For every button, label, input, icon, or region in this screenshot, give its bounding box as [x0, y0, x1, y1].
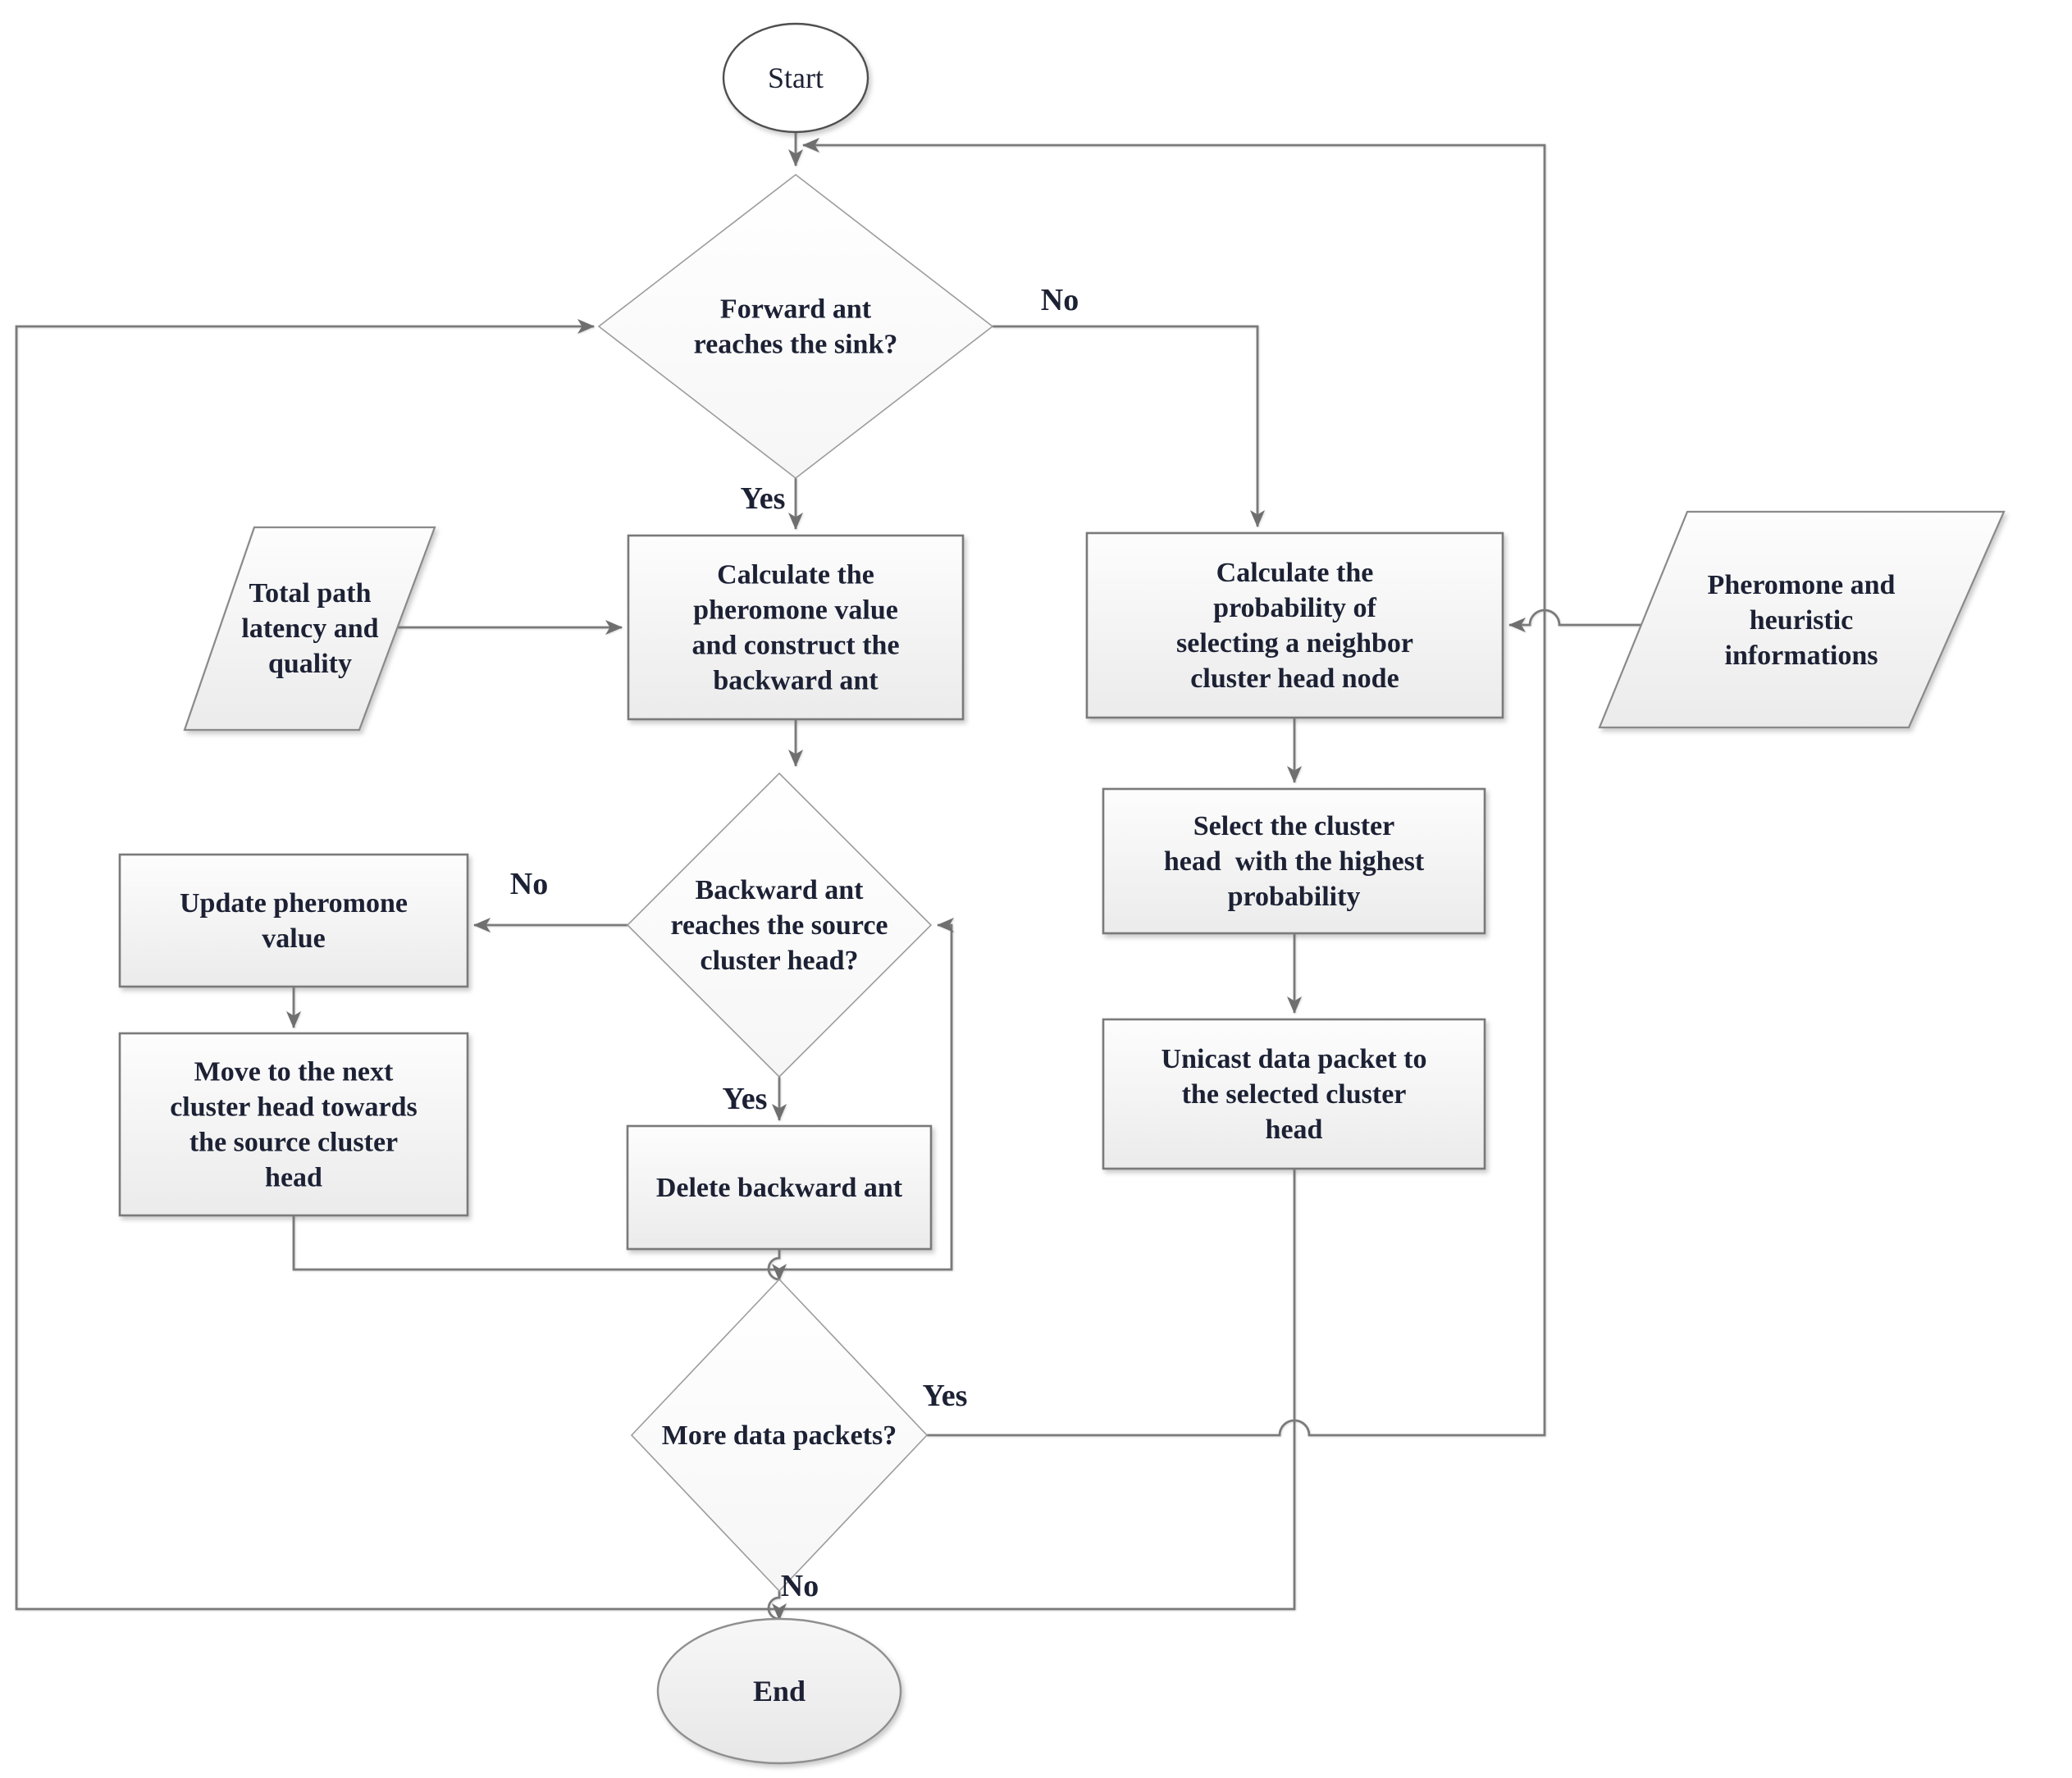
branch-label-no-backward: No: [510, 867, 548, 901]
branch-label-yes-more: Yes: [923, 1379, 968, 1413]
node-delete-backward-ant: Delete backward ant: [626, 1124, 933, 1251]
total-path-latency-parallelogram: [183, 526, 436, 732]
more-data-decision-diamond: [630, 1278, 929, 1593]
unicast-data-packet-box: [1102, 1018, 1486, 1170]
delete-backward-ant-label: Delete backward ant: [656, 1173, 903, 1203]
calc-pheromone-box: [627, 534, 965, 721]
start-ellipse: [722, 22, 869, 134]
branch-label-yes-backward: Yes: [723, 1082, 768, 1116]
edge-pheromone-conn: [1508, 609, 1641, 632]
start-label: Start: [768, 62, 824, 94]
calc-probability-box: [1085, 531, 1504, 719]
edge-unicast-loop-left: [15, 319, 1296, 1611]
update-pheromone-box: [118, 853, 469, 988]
branch-label-no-more: No: [781, 1569, 819, 1603]
branch-label-no-forward: No: [1041, 283, 1079, 317]
end-label: End: [753, 1675, 806, 1707]
edge-yes-loop-to-top: [802, 138, 1546, 1437]
pheromone-heuristic-parallelogram: [1598, 510, 2006, 729]
end-ellipse: [656, 1617, 902, 1765]
edge-delete-to-more: [767, 1249, 787, 1281]
edge-more-no-to-end: [767, 1591, 787, 1621]
branch-label-yes-forward: Yes: [741, 481, 786, 516]
delete-backward-ant-box: [626, 1124, 933, 1251]
node-start: Start: [722, 22, 869, 134]
forward-ant-decision-diamond: [597, 173, 994, 480]
select-cluster-head-box: [1102, 787, 1486, 935]
move-next-cluster-box: [118, 1032, 469, 1217]
more-data-decision-label: More data packets?: [662, 1420, 897, 1451]
backward-ant-decision-diamond: [626, 772, 933, 1078]
edge-forward-no: [993, 325, 1265, 527]
node-end: End: [656, 1617, 902, 1765]
node-more-data-decision: More data packets?: [630, 1278, 929, 1593]
edge-move-feedback: [292, 918, 954, 1271]
